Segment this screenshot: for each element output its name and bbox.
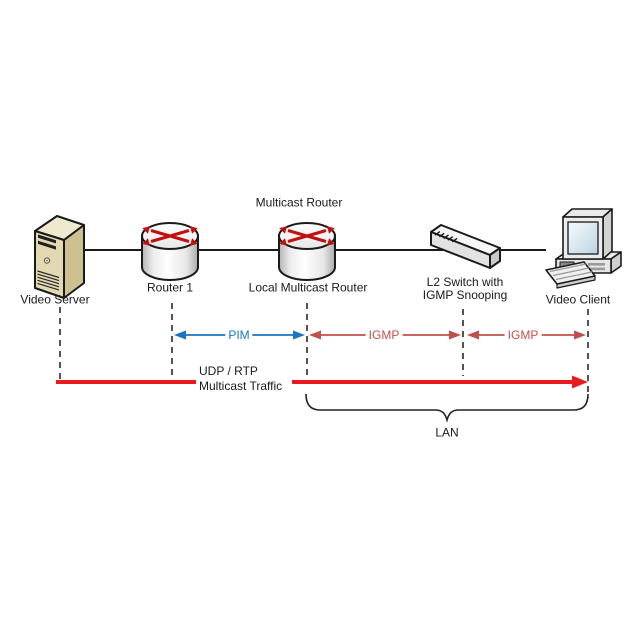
l2-switch-icon [430,224,501,269]
local-multicast-router-icon [278,222,336,281]
traffic-label-line2: Multicast Traffic [199,379,283,393]
traffic-label-line1: UDP / RTP [199,364,258,378]
dashed-droplines [59,303,589,398]
l2-switch-label: L2 Switch with IGMP Snooping [423,276,508,302]
l2-switch-label-line2: IGMP Snooping [422,288,508,302]
router1-label: Router 1 [146,280,194,295]
video-server-label: Video Server [20,292,90,307]
pim-label: PIM [225,328,253,342]
client-screen [567,221,599,255]
router1-icon [141,222,199,281]
local-multicast-router-label: Local Multicast Router [248,280,368,295]
igmp-left-label: IGMP [365,328,403,342]
traffic-label: UDP / RTP Multicast Traffic [199,364,282,394]
igmp-right-label: IGMP [504,328,542,342]
video-server-icon [34,215,85,299]
video-client-icon [545,208,622,289]
multicast-router-title: Multicast Router [255,195,343,210]
lan-brace [305,393,589,423]
l2-switch-label-line1: L2 Switch with [426,275,504,289]
video-client-label: Video Client [545,292,611,307]
traffic-arrow [56,375,588,389]
lan-label: LAN [435,425,459,440]
